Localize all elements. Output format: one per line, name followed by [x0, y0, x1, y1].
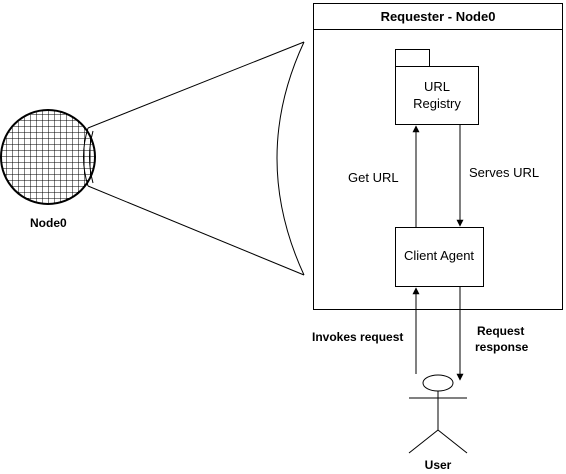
- user-label: User: [425, 458, 452, 472]
- client-agent-label: Client Agent: [404, 248, 474, 263]
- requester-title: Requester - Node0: [381, 9, 496, 24]
- invokes-request-label: Invokes request: [312, 330, 403, 344]
- request-response-label-line1: Request: [477, 324, 524, 338]
- request-response-label-line2: response: [475, 340, 529, 354]
- url-registry-label-line2: Registry: [413, 96, 461, 111]
- zoom-beam: [83, 41, 305, 276]
- user-actor-icon: [408, 374, 468, 454]
- serves-url-label: Serves URL: [469, 165, 539, 180]
- url-registry-box: [395, 49, 479, 125]
- client-agent-box: [395, 227, 484, 287]
- url-registry-label-line1: URL: [424, 79, 450, 94]
- get-url-label: Get URL: [348, 170, 399, 185]
- node0-globe: [0, 109, 96, 205]
- node0-label: Node0: [30, 216, 67, 230]
